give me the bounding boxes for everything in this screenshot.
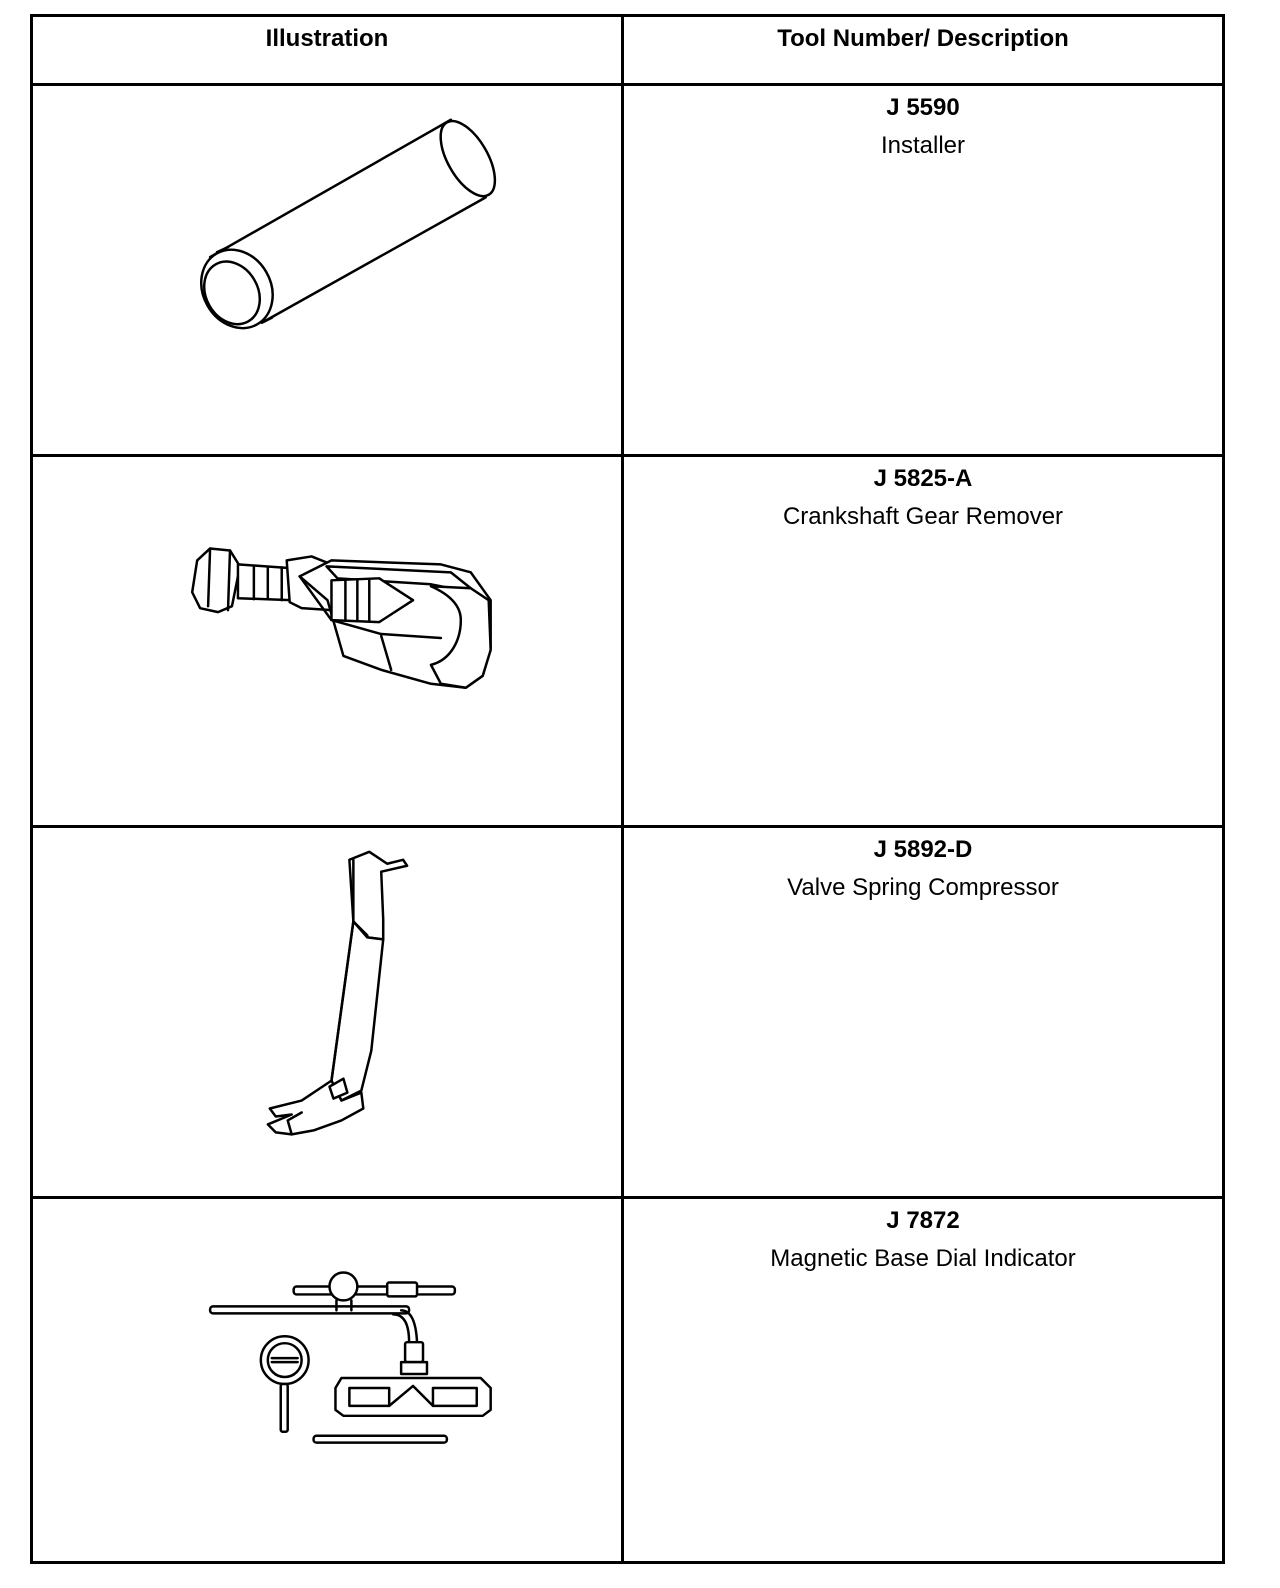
illustration-cell <box>30 825 624 1199</box>
header-illustration: Illustration <box>30 14 624 86</box>
tool-description: Valve Spring Compressor <box>787 874 1059 901</box>
table-row: J 5825-A Crankshaft Gear Remover <box>30 454 1225 828</box>
tool-number: J 5892-D <box>873 836 973 863</box>
tool-description: Magnetic Base Dial Indicator <box>770 1245 1076 1272</box>
tool-number: J 7872 <box>886 1207 960 1234</box>
tool-number: J 5590 <box>886 94 960 121</box>
tool-number: J 5825-A <box>873 465 973 492</box>
tool-description: Installer <box>880 132 966 159</box>
table-row: J 5590 Installer <box>30 83 1225 457</box>
magnetic-base-dial-indicator-icon <box>208 1271 492 1444</box>
table-row: J 7872 Magnetic Base Dial Indicator <box>30 1196 1225 1564</box>
illustration-cell <box>30 1196 624 1564</box>
table-header-row: Illustration Tool Number/ Description <box>30 14 1225 86</box>
tool-table: Illustration Tool Number/ Description J … <box>30 14 1225 1564</box>
table-row: J 5892-D Valve Spring Compressor <box>30 825 1225 1199</box>
tool-description: Crankshaft Gear Remover <box>782 503 1064 530</box>
illustration-cell <box>30 83 624 457</box>
installer-cylinder-icon <box>200 118 497 330</box>
illustration-cell <box>30 454 624 828</box>
description-cell: J 7872 Magnetic Base Dial Indicator <box>621 1196 1225 1564</box>
header-description: Tool Number/ Description <box>621 14 1225 86</box>
valve-spring-compressor-icon <box>266 850 409 1136</box>
description-cell: J 5590 Installer <box>621 83 1225 457</box>
description-cell: J 5825-A Crankshaft Gear Remover <box>621 454 1225 828</box>
crankshaft-gear-remover-icon <box>190 547 492 690</box>
description-cell: J 5892-D Valve Spring Compressor <box>621 825 1225 1199</box>
